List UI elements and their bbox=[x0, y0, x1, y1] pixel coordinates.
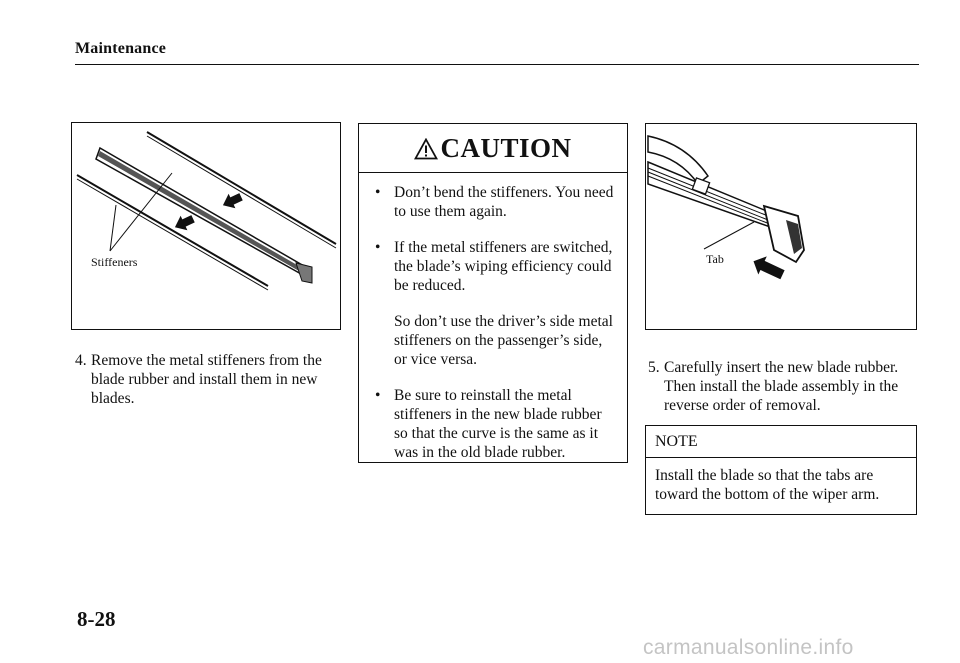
arrow-icon bbox=[753, 256, 785, 280]
blade-rubber-groove bbox=[98, 151, 306, 275]
leader-line-a bbox=[109, 204, 117, 252]
stiffeners-figure: Stiffeners bbox=[71, 122, 341, 330]
upper-stiffener-edge bbox=[146, 135, 337, 249]
caution-paragraph: So don’t use the driver’s side metal sti… bbox=[394, 313, 613, 368]
tab-leader-line bbox=[703, 221, 755, 250]
caution-item-text: If the metal stiffeners are switched, th… bbox=[394, 239, 613, 294]
note-title: NOTE bbox=[646, 426, 916, 458]
tab bbox=[691, 177, 711, 195]
blade-line bbox=[647, 171, 789, 229]
leader-line-b bbox=[109, 172, 173, 252]
upper-stiffener bbox=[146, 131, 337, 245]
step-4-text: Remove the metal stiffeners from the bla… bbox=[91, 352, 322, 407]
caution-title: CAUTION bbox=[440, 132, 572, 163]
holder-shade bbox=[786, 220, 802, 254]
stiffeners-label: Stiffeners bbox=[91, 255, 138, 269]
blade-tab-figure: Tab bbox=[645, 123, 917, 330]
step-5-text: Carefully insert the new blade rubber. T… bbox=[664, 359, 899, 414]
tab-label: Tab bbox=[706, 252, 724, 266]
bullet: • bbox=[375, 387, 381, 404]
step-4-number: 4. bbox=[75, 352, 87, 369]
caution-item: • Be sure to reinstall the metal stiffen… bbox=[375, 386, 615, 462]
header-rule bbox=[75, 64, 919, 65]
page-header-title: Maintenance bbox=[75, 40, 167, 57]
blade-rubber-end bbox=[295, 262, 313, 284]
step-5: 5. Carefully insert the new blade rubber… bbox=[648, 358, 923, 415]
note-text: Install the blade so that the tabs are t… bbox=[655, 467, 880, 503]
step-4: 4. Remove the metal stiffeners from the … bbox=[75, 351, 345, 408]
stiffeners-illustration bbox=[76, 131, 337, 291]
caution-item: • If the metal stiffeners are switched, … bbox=[375, 238, 615, 295]
arrow-icon-upper bbox=[222, 193, 243, 209]
note-box: NOTE Install the blade so that the tabs … bbox=[645, 425, 917, 515]
lower-stiffener-edge bbox=[76, 178, 269, 291]
caution-body: • Don’t bend the stiffeners. You need to… bbox=[359, 173, 627, 462]
lower-stiffener bbox=[76, 174, 269, 287]
step-5-number: 5. bbox=[648, 359, 660, 376]
arrow-icon-lower bbox=[174, 215, 195, 231]
page-number: 8-28 bbox=[77, 607, 116, 631]
warning-triangle-icon bbox=[414, 138, 439, 160]
caution-header: CAUTION bbox=[359, 124, 627, 173]
caution-item-text: Don’t bend the stiffeners. You need to u… bbox=[394, 184, 614, 220]
bullet: • bbox=[375, 184, 381, 201]
blade-tab-illustration bbox=[647, 135, 805, 280]
watermark: carmanualsonline.info bbox=[643, 636, 854, 659]
blade-line bbox=[647, 175, 791, 233]
caution-item: • Don’t bend the stiffeners. You need to… bbox=[375, 183, 615, 221]
caution-box: CAUTION • Don’t bend the stiffeners. You… bbox=[358, 123, 628, 463]
bullet: • bbox=[375, 239, 381, 256]
caution-item-text: Be sure to reinstall the metal stiffener… bbox=[394, 387, 602, 461]
blade-line bbox=[647, 167, 789, 225]
